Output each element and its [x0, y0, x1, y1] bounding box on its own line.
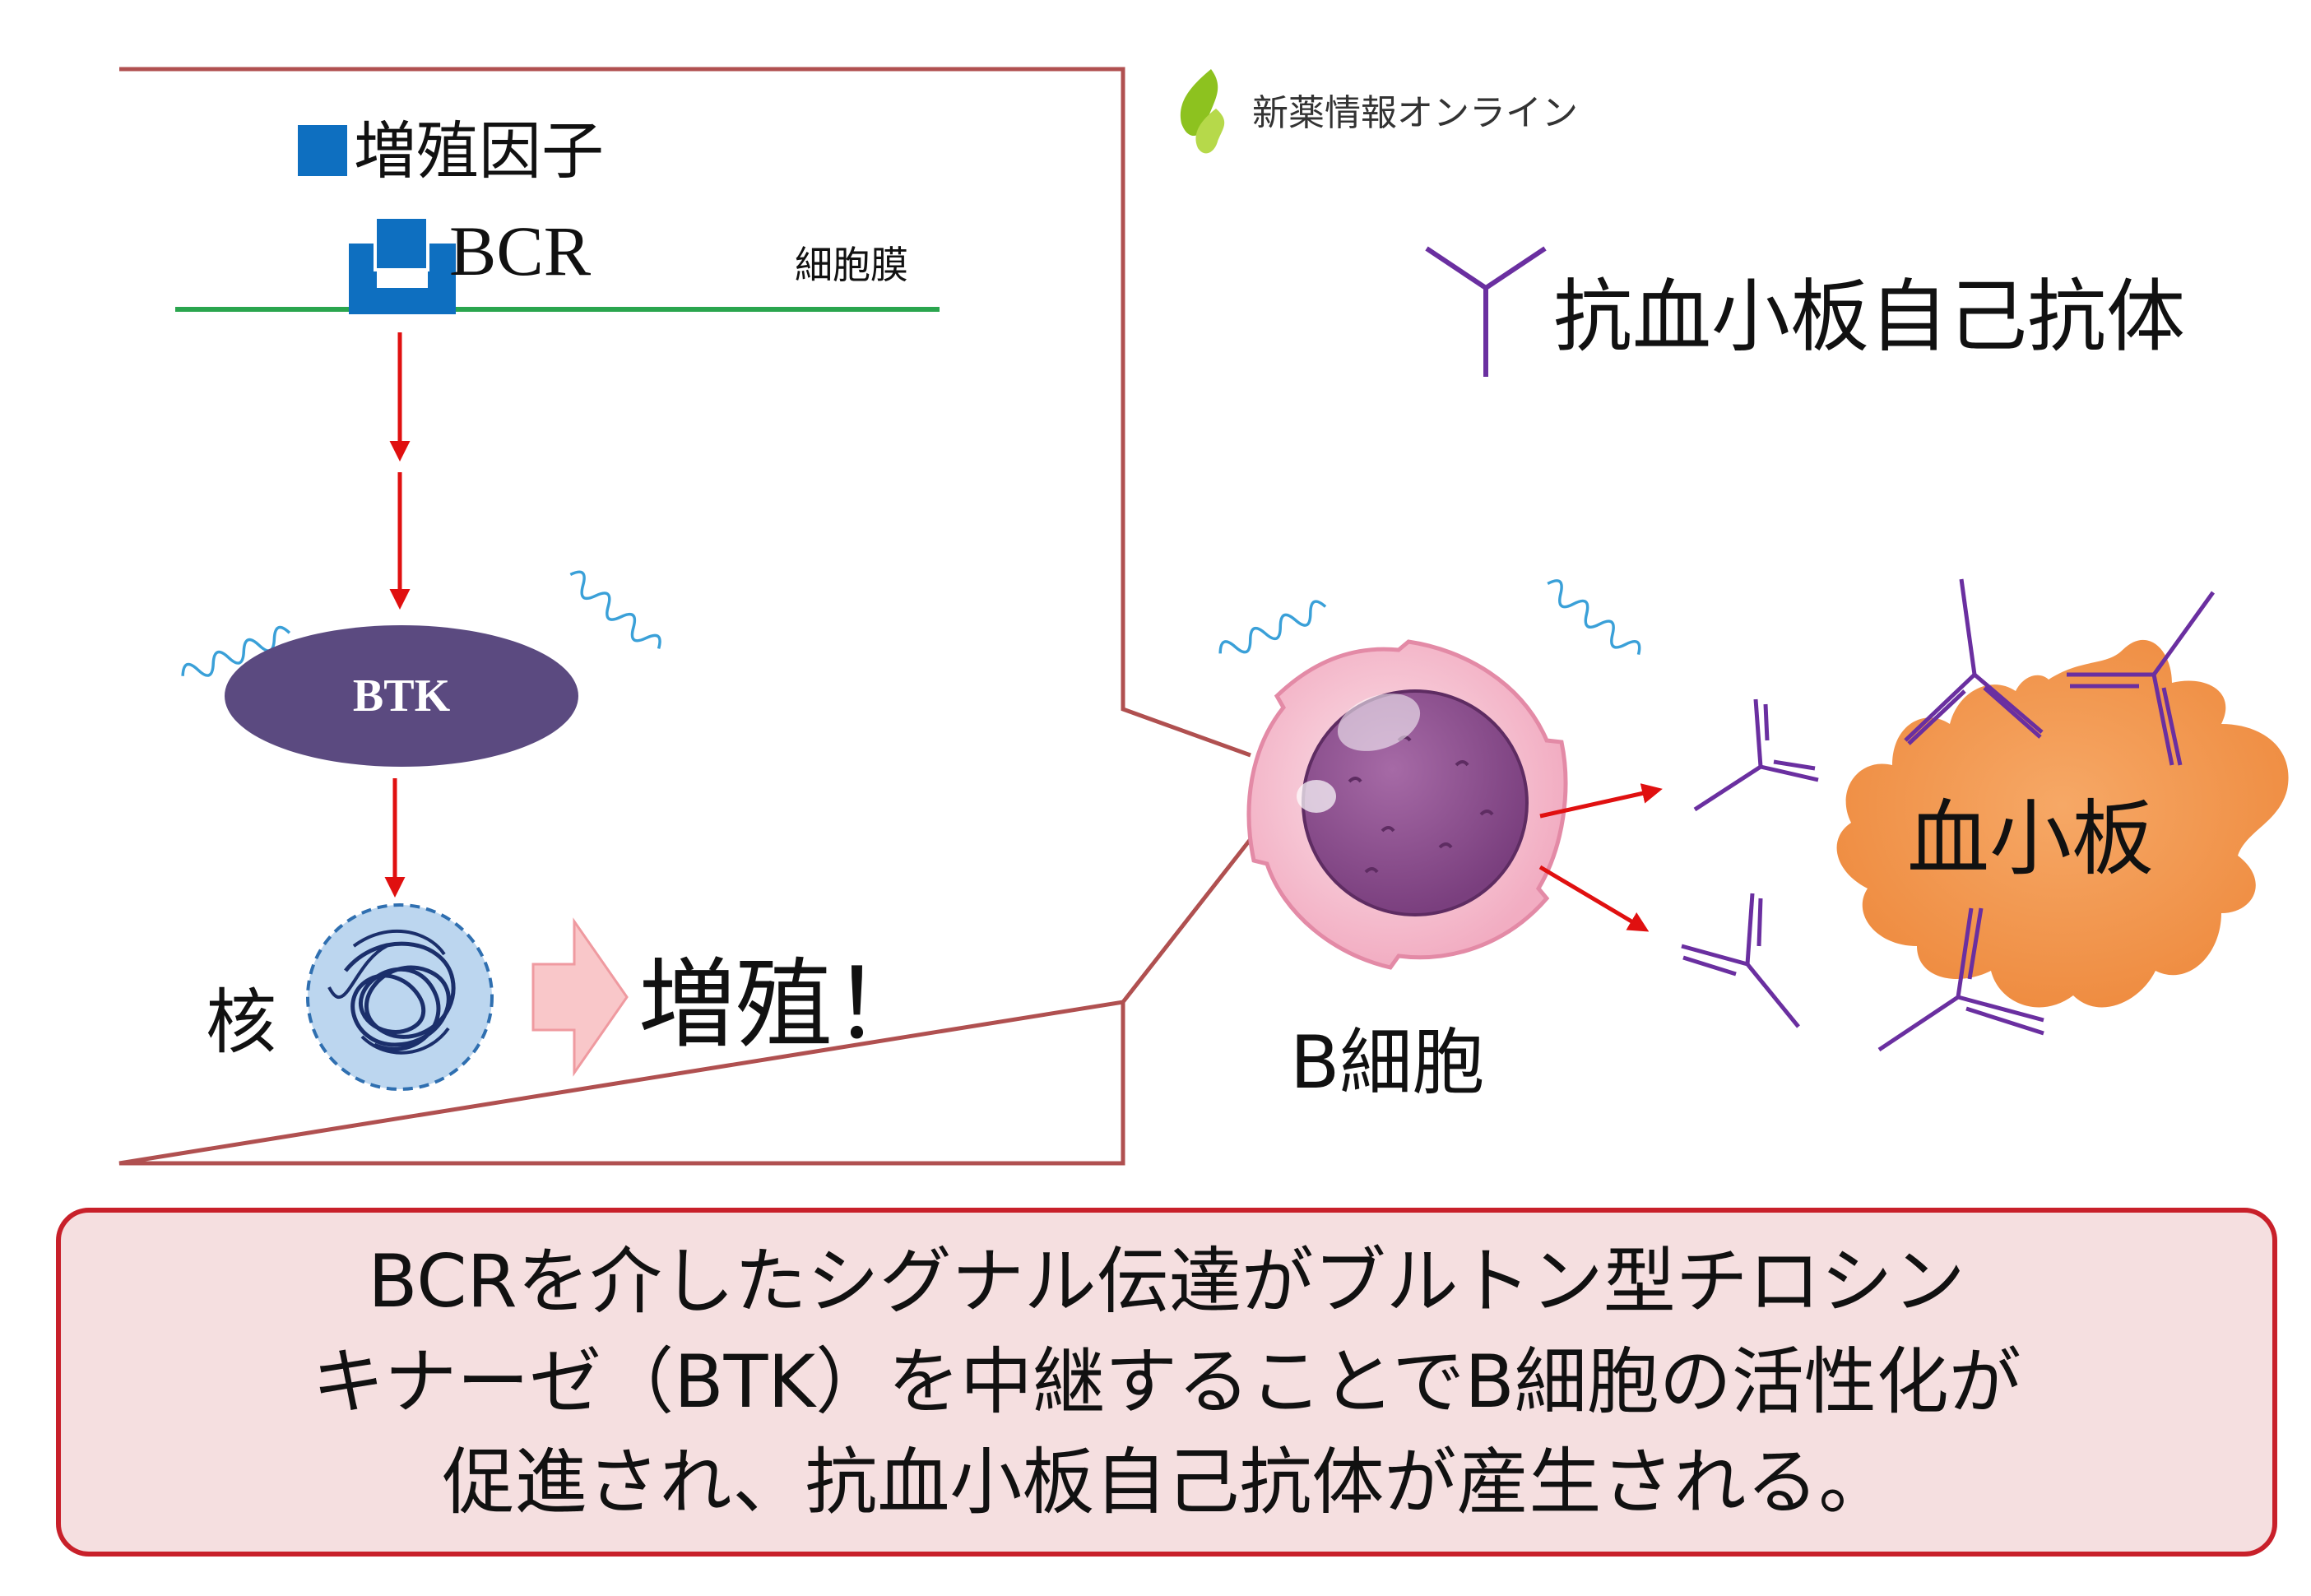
production-arrow-lower	[1538, 865, 1650, 932]
summary-line-3: 促進され、抗血小板自己抗体が産生される。	[442, 1440, 1891, 1524]
platelet-label: 血小板	[1907, 791, 2154, 887]
antibody-legend-label: 抗血小板自己抗体	[1553, 271, 2185, 363]
bound-antibody-bottom-left	[1877, 907, 2044, 1052]
bcr-receptor	[349, 216, 456, 314]
nucleus-label: 核	[206, 981, 276, 1064]
summary-line-2: キナーゼ（BTK）を中継することでB細胞の活性化が	[312, 1339, 2021, 1424]
activation-squiggle-left	[181, 625, 291, 677]
inset-panel-frame	[118, 67, 1252, 1166]
brand-logo-icon	[1180, 69, 1225, 154]
production-arrow-upper	[1539, 783, 1663, 819]
btk-ellipse	[225, 625, 578, 767]
growth-factor-label: 増殖因子	[354, 114, 604, 188]
btk-label: BTK	[353, 670, 451, 721]
bcell-squiggle-left	[1218, 600, 1327, 654]
summary-box: BCRを介したシグナル伝達がブルトン型チロシン キナーゼ（BTK）を中継すること…	[56, 1208, 2277, 1557]
bcr-label: BCR	[449, 211, 592, 290]
cell-membrane-label: 細胞膜	[795, 243, 908, 287]
b-cell-label: B細胞	[1290, 1020, 1484, 1105]
bound-antibody-top-right	[2067, 591, 2216, 766]
bound-growth-factor	[374, 216, 429, 271]
antibody-legend-icon	[1425, 246, 1547, 377]
bcell-squiggle-right	[1547, 579, 1641, 656]
b-cell-illustration	[1246, 639, 1568, 970]
free-antibody-lower	[1681, 893, 1800, 1028]
proliferation-label: 増殖！	[638, 948, 930, 1061]
free-antibody-upper	[1693, 698, 1819, 812]
growth-factor-legend-square	[298, 125, 347, 176]
activation-squiggle-right	[569, 570, 661, 649]
summary-line-1: BCRを介したシグナル伝達がブルトン型チロシン	[368, 1239, 1965, 1324]
nucleus-icon	[306, 903, 494, 1091]
proliferation-block-arrow	[531, 917, 629, 1077]
bound-antibody-top-left	[1904, 578, 2044, 745]
platelet-illustration	[1836, 639, 2289, 1008]
brand-name: 新薬情報オンライン	[1252, 92, 1578, 134]
